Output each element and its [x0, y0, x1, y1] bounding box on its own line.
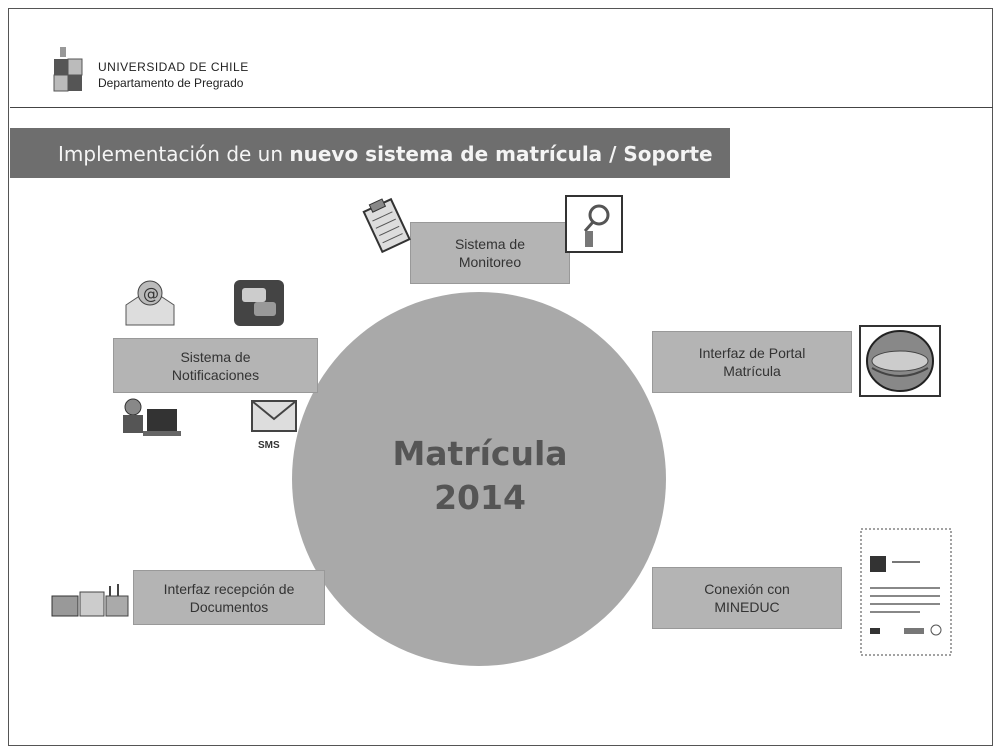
envelope-icon [251, 400, 297, 432]
slide-frame [8, 8, 993, 746]
central-label: Matrícula 2014 [350, 432, 610, 520]
magnifier-person-icon [565, 195, 623, 253]
clipboard-icon [362, 197, 411, 254]
title-bar: Implementación de un nuevo sistema de ma… [10, 128, 730, 178]
central-label-line1: Matrícula [392, 434, 568, 473]
university-name: UNIVERSIDAD DE CHILE [98, 60, 249, 74]
node-portal: Interfaz de Portal Matrícula [652, 331, 852, 393]
university-logo-icon [53, 47, 83, 92]
header: UNIVERSIDAD DE CHILE Departamento de Pre… [50, 20, 350, 100]
node-mineduc: Conexión con MINEDUC [652, 567, 842, 629]
person-computer-icon [123, 398, 181, 436]
node-documents: Interfaz recepción de Documentos [133, 570, 325, 625]
node-monitoring: Sistema de Monitoreo [410, 222, 570, 284]
department-name: Departamento de Pregrado [98, 76, 244, 90]
slide-title-prefix: Implementación de un [58, 142, 290, 166]
documents-inbox-icon [51, 584, 129, 617]
node-notifications: Sistema de Notificaciones [113, 338, 318, 393]
svg-text:@: @ [143, 284, 159, 303]
sms-label: SMS [258, 440, 280, 451]
central-label-line2: 2014 [434, 478, 526, 517]
chat-icon [234, 280, 284, 326]
slide-title-bold: nuevo sistema de matrícula / Soporte [289, 142, 713, 166]
email-at-icon: @ [125, 280, 175, 326]
globe-icon [859, 325, 941, 397]
header-divider [10, 107, 993, 108]
slide-title: Implementación de un nuevo sistema de ma… [58, 142, 713, 166]
certificate-document-icon [860, 528, 952, 656]
central-circle [292, 292, 666, 666]
